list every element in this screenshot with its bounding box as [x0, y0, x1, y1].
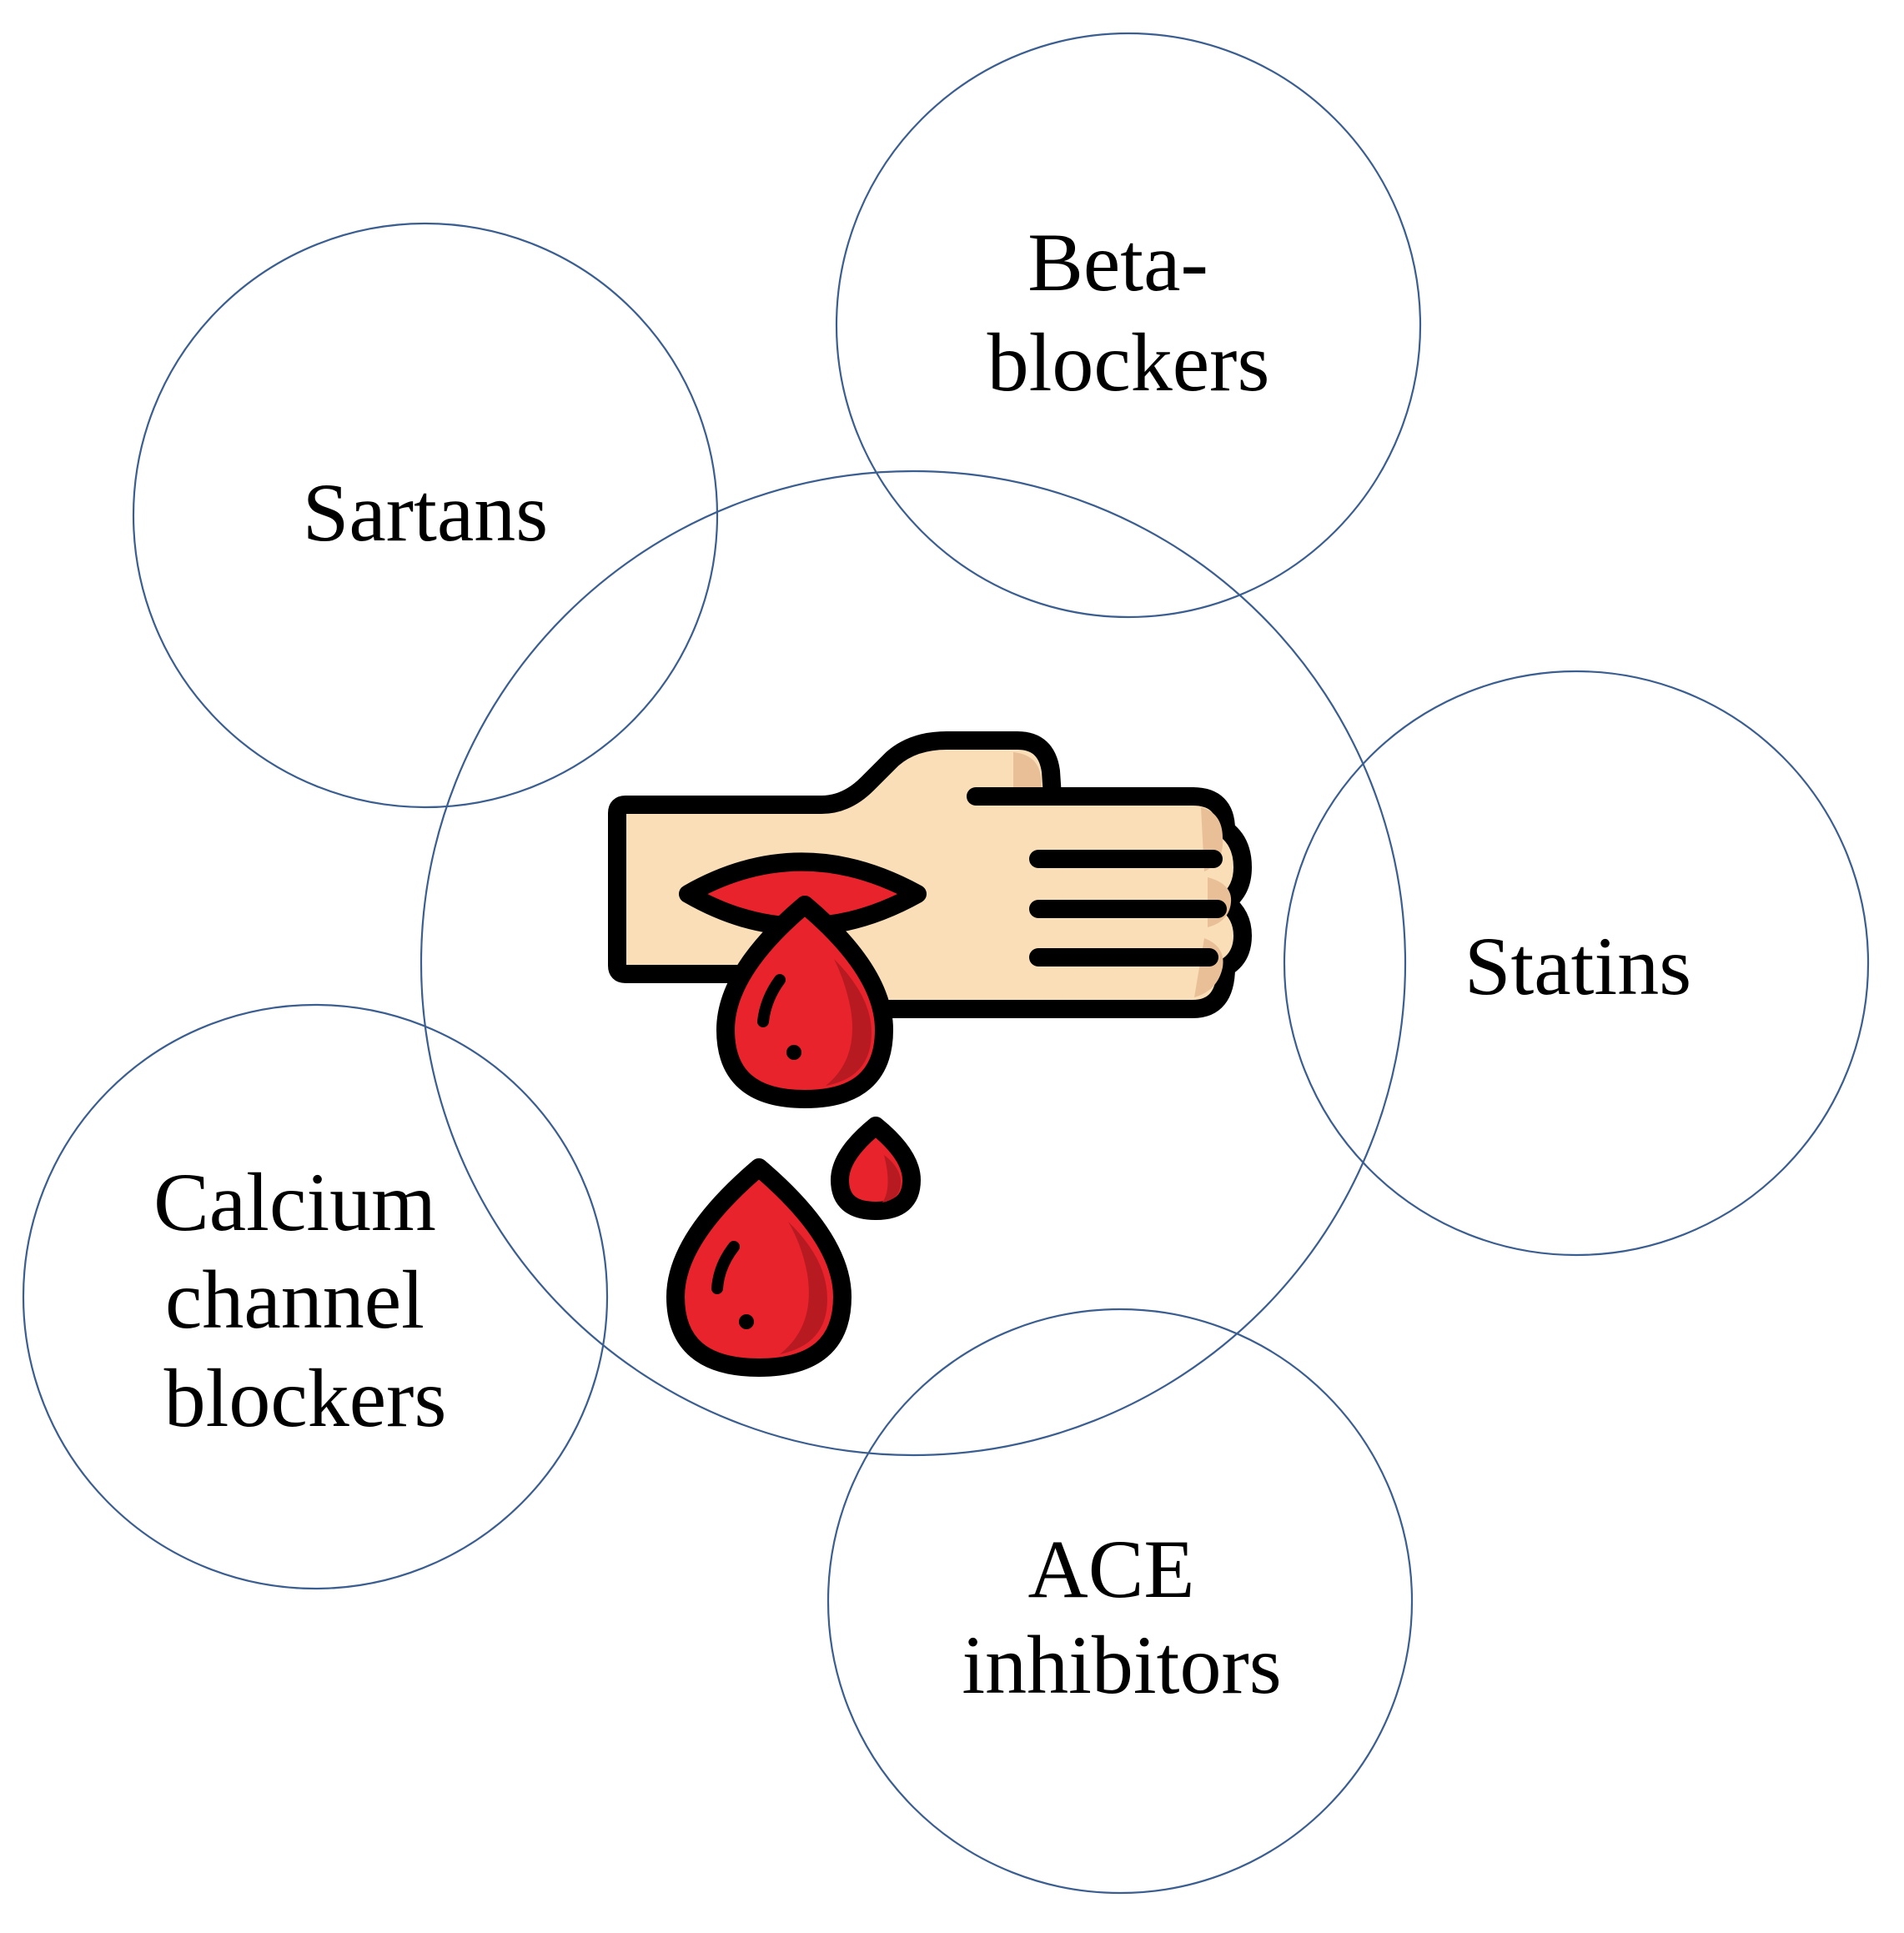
- statins-label: Statins: [1464, 920, 1691, 1012]
- center-circle: [419, 469, 1407, 1457]
- blood-drop-highlight: [711, 1241, 740, 1294]
- beta-blockers-circle: [835, 32, 1422, 619]
- sartans-line1: Sartans: [303, 466, 548, 559]
- statins-line1: Statins: [1464, 920, 1691, 1012]
- blood-drop-small: [831, 1117, 921, 1220]
- beta-blockers-line1: Beta-: [1027, 216, 1208, 309]
- ace-inhibitors-label: ACE inhibitors: [962, 1523, 1281, 1711]
- ace-inhibitors-line1: ACE: [1028, 1523, 1195, 1615]
- blood-drop-shade: [882, 1155, 901, 1202]
- calcium-channel-blockers-line2: channel: [165, 1253, 425, 1346]
- wound-shape: [679, 852, 927, 936]
- blood-drop-dot: [739, 1314, 754, 1329]
- blood-drop-shade: [780, 1222, 827, 1354]
- calcium-channel-blockers-label: Calcium channel blockers: [153, 1156, 457, 1444]
- blood-drop-medium: [666, 1158, 852, 1377]
- statins-circle: [1283, 670, 1870, 1257]
- ace-inhibitors-line2: inhibitors: [962, 1619, 1281, 1711]
- blood-drop-shade: [826, 959, 872, 1086]
- calcium-channel-blockers-circle: [22, 1003, 609, 1590]
- calcium-channel-blockers-line3: blockers: [164, 1352, 447, 1444]
- bleeding-hand-icon: [608, 731, 1252, 1377]
- blood-drop-large: [716, 896, 893, 1108]
- beta-blockers-line2: blockers: [987, 316, 1270, 409]
- blood-drop-dot: [786, 1045, 801, 1060]
- blood-drop-highlight: [757, 974, 786, 1027]
- calcium-channel-blockers-line1: Calcium: [153, 1156, 436, 1248]
- finger-shade: [1013, 752, 1042, 796]
- sartans-label: Sartans: [303, 466, 548, 559]
- sartans-circle: [132, 222, 719, 809]
- beta-blockers-label: Beta- blockers: [987, 216, 1270, 409]
- ace-inhibitors-circle: [826, 1308, 1414, 1895]
